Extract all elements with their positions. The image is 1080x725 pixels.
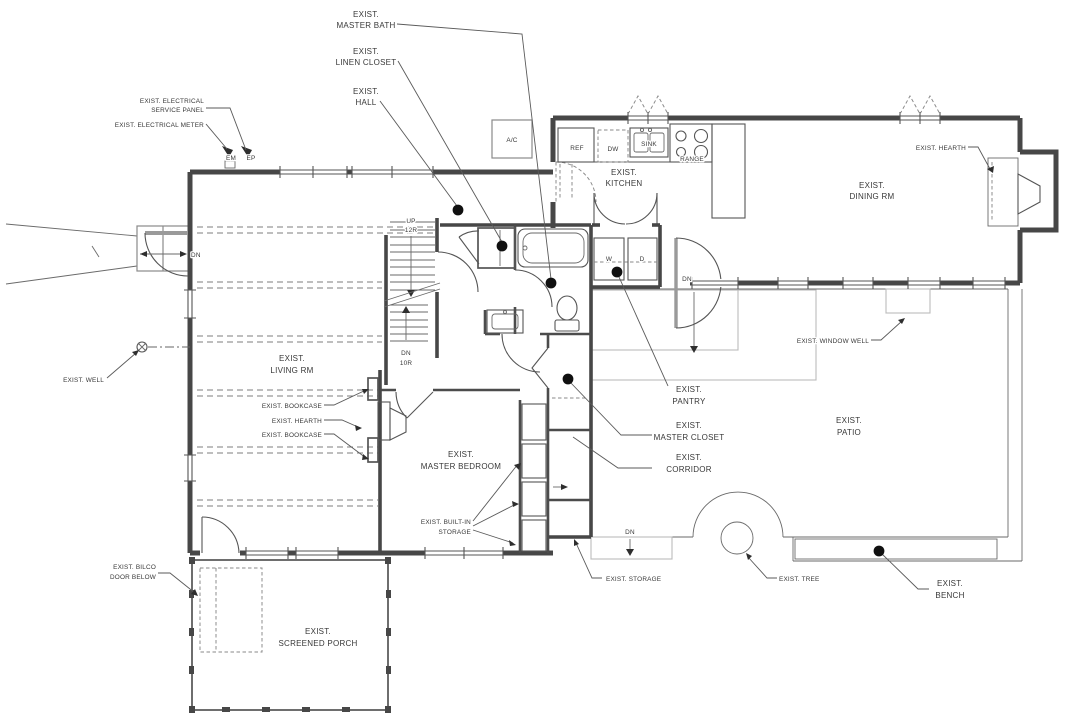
bath-door: [514, 269, 553, 308]
patio-bench: [794, 538, 998, 560]
tag-ep: EP: [247, 155, 256, 162]
label-bench: EXIST.BENCH: [935, 579, 964, 600]
bath-vanity: [486, 309, 524, 334]
bathtub: [517, 228, 589, 268]
patio-outline: [591, 288, 1023, 562]
stairs-up: [383, 221, 441, 308]
leader-lines: [106, 23, 994, 596]
tag-em: EM: [226, 155, 236, 162]
label-pantry: EXIST.PANTRY: [672, 385, 706, 406]
label-patio: EXIST.PATIO: [836, 416, 862, 437]
screened-porch-structure: [189, 557, 391, 713]
corridor-arrow: [553, 484, 568, 490]
bilco-door-outline: [199, 567, 263, 653]
laundry-double-doors: [591, 192, 662, 289]
label-hall: EXIST.HALL: [353, 87, 379, 107]
label-hearth-dining: EXIST. HEARTH: [916, 145, 966, 152]
linen-closet-shelving: [477, 227, 516, 269]
hall-door: [437, 251, 479, 293]
patio-door-steps: [591, 289, 817, 381]
ac-unit: [491, 119, 533, 159]
porch-door: [201, 516, 240, 554]
dressing-door: [501, 333, 541, 373]
rear-exit-steps: [590, 536, 673, 560]
dryer-box: [627, 237, 658, 281]
closet-bifold-door: [531, 347, 549, 389]
label-master-closet: EXIST.MASTER CLOSET: [654, 421, 725, 442]
front-walkway: [5, 223, 138, 285]
label-master-bath: EXIST.MASTER BATH: [336, 10, 395, 30]
label-hearth-living: EXIST. HEARTH: [272, 418, 322, 425]
tree-symbol: [720, 521, 754, 555]
label-well: EXIST. WELL: [63, 377, 104, 384]
refrigerator-dashes: [559, 164, 573, 200]
label-linen-closet: EXIST.LINEN CLOSET: [336, 47, 397, 67]
kitchen-counter: [557, 123, 746, 219]
label-storage: EXIST. STORAGE: [606, 576, 661, 583]
label-bookcase-upper: EXIST. BOOKCASE: [262, 403, 322, 410]
label-sink: SINK: [641, 141, 657, 148]
window-well-symbol: [885, 288, 931, 314]
windows: [184, 95, 1006, 559]
label-window-well: EXIST. WINDOW WELL: [797, 338, 869, 345]
front-door: [140, 231, 189, 277]
dining-hearth: [987, 157, 1041, 227]
label-corridor: EXIST.CORRIDOR: [666, 453, 712, 474]
label-living-rm: EXIST.LIVING RM: [270, 354, 313, 375]
label-range: RANGE: [680, 156, 704, 163]
note-dn-patio: DN: [682, 276, 692, 283]
kitchen-door-dashed: [555, 161, 597, 203]
label-dryer: D: [640, 256, 645, 263]
label-bookcase-lower: EXIST. BOOKCASE: [262, 432, 322, 439]
range: [669, 123, 713, 163]
label-screened-porch: EXIST.SCREENED PORCH: [278, 627, 357, 648]
label-ac: A/C: [506, 137, 517, 144]
stairs-down: [390, 304, 428, 342]
label-kitchen: EXIST.KITCHEN: [606, 168, 643, 188]
label-electrical-meter: EXIST. ELECTRICAL METER: [115, 122, 204, 129]
built-in-storage-units: [521, 403, 547, 552]
label-tree: EXIST. TREE: [779, 576, 819, 583]
label-master-bedroom: EXIST.MASTER BEDROOM: [421, 450, 501, 471]
washer-box: [593, 237, 625, 281]
living-room-bookcases-hearth: [367, 377, 407, 463]
toilet: [554, 295, 580, 332]
label-dw: DW: [607, 146, 619, 153]
kitchen-sink: [629, 127, 669, 158]
linen-closet-door: [458, 230, 480, 265]
label-washer: W: [606, 256, 613, 263]
note-dn-front: DN: [191, 252, 201, 259]
well-symbol: [136, 341, 190, 353]
note-dn-rear: DN: [625, 529, 635, 536]
joist-dashed-lines: [197, 226, 434, 507]
electrical-markers: [222, 146, 252, 169]
label-dining-rm: EXIST.DINING RM: [850, 181, 895, 201]
label-ref: REF: [570, 145, 583, 152]
